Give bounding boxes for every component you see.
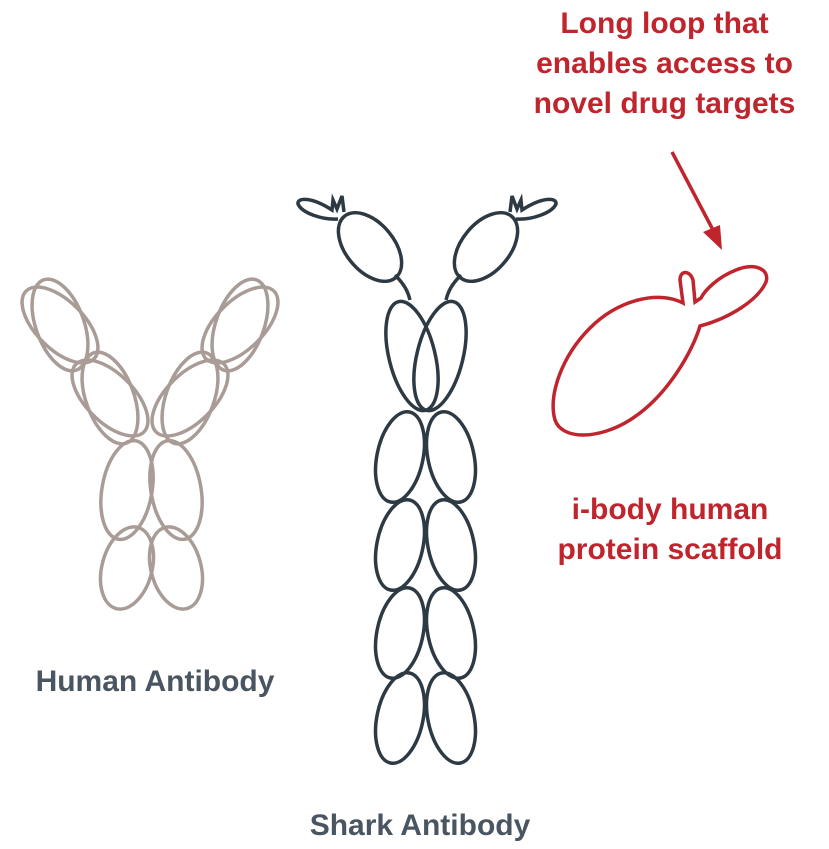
shark-antibody-label: Shark Antibody	[260, 808, 580, 844]
human-antibody	[9, 272, 291, 615]
loop-annotation-line: novel drug targets	[500, 84, 829, 124]
shark-stem-domain	[368, 407, 432, 507]
shark-stem-domain	[419, 407, 483, 507]
shark-hinge-domain	[404, 296, 476, 416]
loop-annotation-line: Long loop that	[500, 4, 829, 44]
shark-hinge-domain	[376, 296, 448, 416]
ibody-label-line: protein scaffold	[520, 530, 820, 570]
loop-arrow	[672, 152, 722, 250]
loop-annotation-line: enables access to	[500, 44, 829, 84]
ibody-label-line: i-body human	[520, 490, 820, 530]
ibody-outline	[553, 267, 766, 435]
shark-left-neck	[395, 275, 410, 300]
human-antibody-label: Human Antibody	[0, 664, 310, 700]
loop-annotation: Long loop that enables access to novel d…	[500, 4, 829, 124]
shark-stem-domain	[419, 583, 483, 683]
shark-right-neck	[446, 275, 461, 300]
loop-arrow-head	[703, 225, 722, 250]
shark-stem-domain	[419, 668, 483, 768]
shark-left-tip	[298, 196, 344, 219]
shark-stem-domain	[368, 495, 432, 595]
shark-stem-domain	[368, 583, 432, 683]
shark-stem-domain	[368, 668, 432, 768]
shark-antibody	[298, 196, 556, 768]
shark-right-tip	[510, 196, 556, 219]
loop-arrow-line	[672, 152, 713, 230]
ibody-scaffold	[553, 267, 766, 435]
human-stem-domain	[141, 521, 211, 615]
shark-stem-domain	[419, 495, 483, 595]
ibody-label: i-body human protein scaffold	[520, 490, 820, 570]
